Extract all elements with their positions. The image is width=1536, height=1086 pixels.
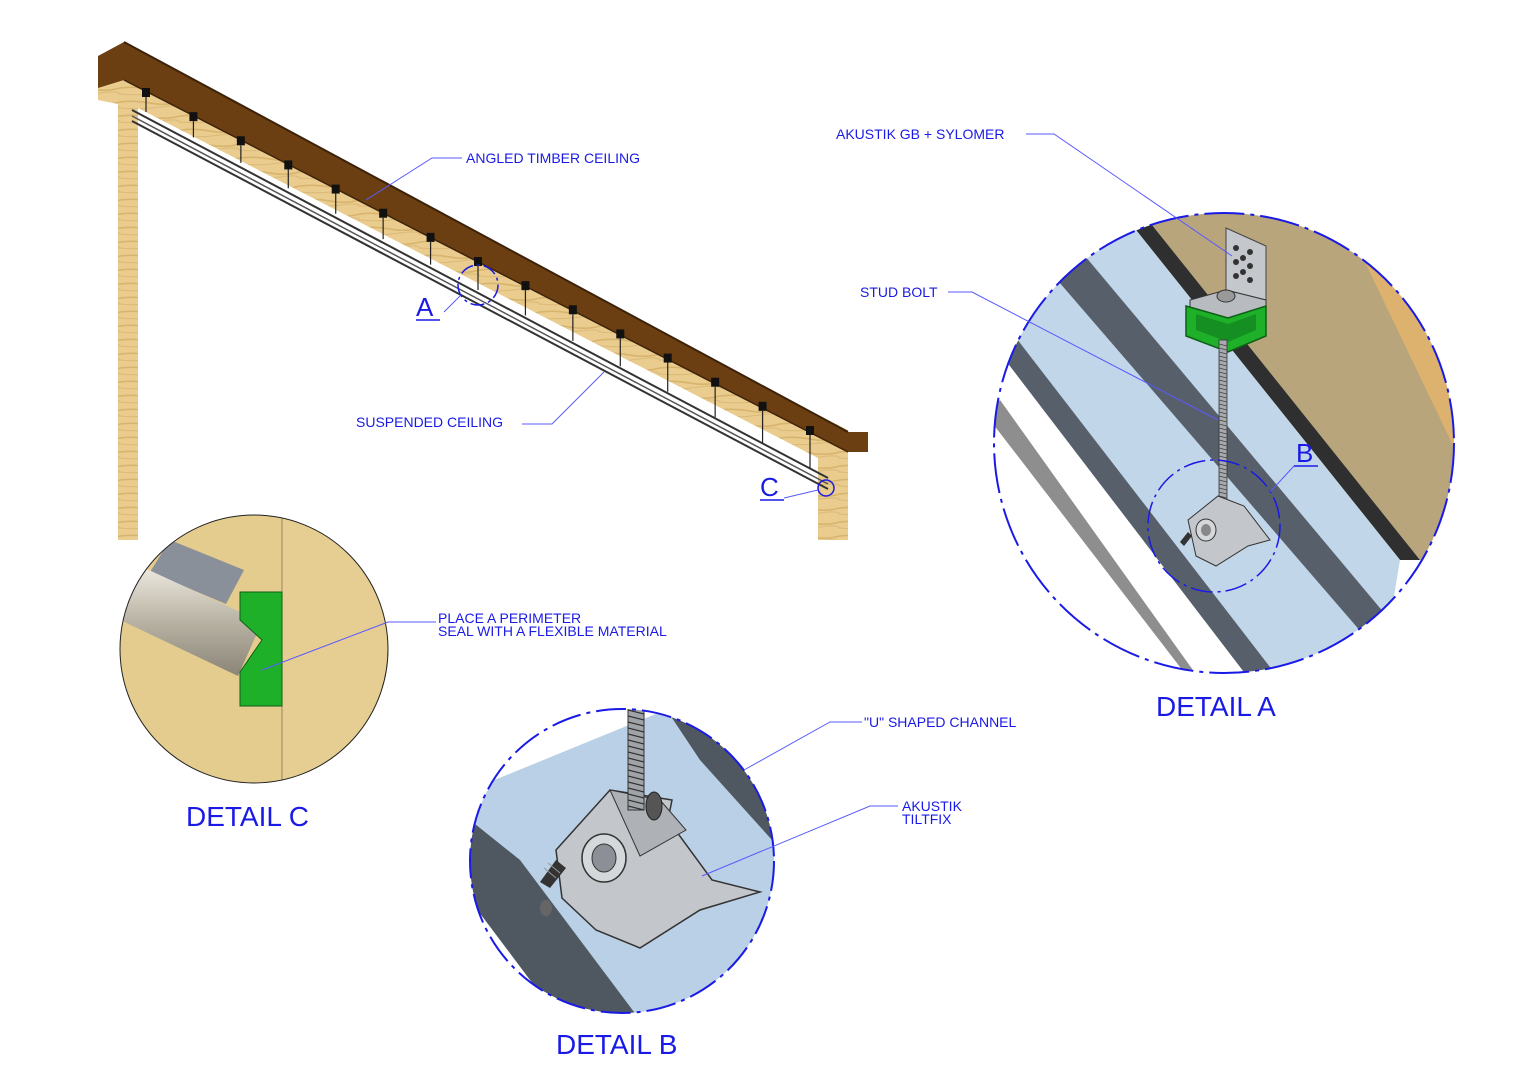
label-u-channel: "U" SHAPED CHANNEL: [864, 714, 1017, 730]
hanger: [379, 208, 388, 240]
detail-a: B AKUSTIK GB + SYLOMER STUD BOLT DETAIL …: [836, 126, 1455, 722]
detail-b-screw: [540, 860, 566, 888]
hanger: [236, 136, 245, 163]
marker-b: B: [1296, 438, 1313, 468]
akustik-gb-hanger: [1185, 227, 1267, 353]
label-suspended-ceiling: SUSPENDED CEILING: [356, 414, 503, 430]
label-perimeter-seal-2: SEAL WITH A FLEXIBLE MATERIAL: [438, 623, 667, 639]
detail-c-ceiling-tube: [120, 566, 262, 676]
marker-a: A: [416, 292, 434, 322]
roof-board: [98, 42, 868, 452]
marker-a-circle: [457, 264, 499, 306]
label-perimeter-seal-1: PLACE A PERIMETER: [438, 610, 581, 626]
label-akustik-gb-sylomer: AKUSTIK GB + SYLOMER: [836, 126, 1004, 142]
detail-b-stud-bolt: [627, 709, 645, 811]
hanger: [521, 281, 530, 316]
hanger: [663, 353, 672, 392]
hanger: [426, 232, 435, 265]
detail-a-channel-edge: [1040, 250, 1390, 640]
detail-a-stud-bolt: [1218, 339, 1228, 517]
hanger: [474, 257, 482, 290]
perimeter-seal: [239, 591, 283, 707]
hanger: [806, 426, 814, 468]
hanger: [568, 305, 577, 341]
detail-c-title: DETAIL C: [186, 801, 309, 832]
hanger: [711, 377, 720, 418]
label-angled-timber-ceiling: ANGLED TIMBER CEILING: [466, 150, 640, 166]
label-tiltfix-2: TILTFIX: [902, 811, 952, 827]
hanger: [758, 401, 767, 443]
label-tiltfix-1: AKUSTIK: [902, 798, 963, 814]
hanger: [331, 184, 340, 214]
marker-c-circle: [817, 479, 835, 497]
hanger-row: [142, 88, 814, 468]
detail-b-channel-flange-bottom: [470, 820, 640, 1013]
detail-a-title: DETAIL A: [1156, 691, 1276, 722]
main-elevation: A C ANGLED TIMBER CEILING SUSPENDED CEIL…: [98, 41, 868, 540]
hanger: [284, 160, 293, 189]
detail-b: "U" SHAPED CHANNEL AKUSTIK TILTFIX DETAI…: [469, 708, 1017, 1060]
hanger: [616, 329, 625, 367]
detail-c-wall-channel: [150, 540, 244, 604]
marker-b-circle: [1147, 459, 1281, 593]
label-stud-bolt: STUD BOLT: [860, 284, 938, 300]
left-wall: [118, 92, 138, 540]
marker-c: C: [760, 472, 779, 502]
detail-b-channel-flange-top: [660, 709, 774, 860]
detail-a-tiltfix: [1180, 495, 1271, 567]
hanger: [189, 112, 198, 138]
suspended-ceiling: [131, 109, 829, 490]
hanger: [142, 88, 150, 112]
detail-b-title: DETAIL B: [556, 1029, 677, 1060]
